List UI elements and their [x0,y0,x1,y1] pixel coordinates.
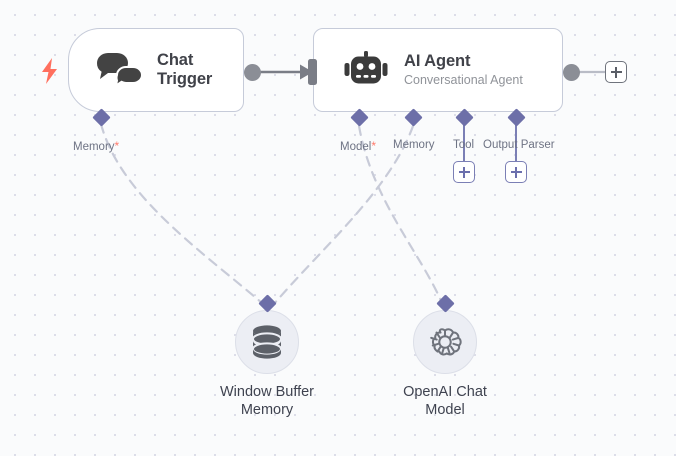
robot-icon [344,50,388,90]
openai-chat-model-circle[interactable] [413,310,477,374]
chat-trigger-memory-label: Memory* [73,139,119,153]
openai-logo-icon [430,328,462,356]
ai-agent-output-parser-add-button[interactable] [505,161,527,183]
ai-agent-output-add-button[interactable] [605,61,627,83]
window-buffer-memory-label: Window Buffer Memory [219,384,315,418]
ai-agent-input-port[interactable] [308,59,317,85]
chat-trigger-memory-required-star: * [114,139,120,153]
chat-trigger-memory-label-text: Memory [73,141,115,153]
openai-chat-model-label: OpenAI Chat Model [403,384,487,418]
plus-icon [458,166,470,178]
ai-agent-output-parser-label: Output Parser [483,139,555,151]
ai-agent-memory-label: Memory [393,139,435,151]
node-openai-chat-model[interactable]: OpenAI Chat Model [403,310,520,419]
window-buffer-memory-circle[interactable] [235,310,299,374]
node-chat-trigger-text: Chat Trigger [157,51,237,89]
ai-agent-output-port[interactable] [563,64,580,81]
ai-agent-tool-add-button[interactable] [453,161,475,183]
edge-chat-memory-to-window-buffer [99,122,264,305]
plus-icon [510,166,522,178]
node-ai-agent-subtitle: Conversational Agent [404,73,523,88]
node-chat-trigger-title: Chat Trigger [157,51,213,88]
node-chat-trigger[interactable]: Chat Trigger [68,28,244,112]
edge-chat-trigger-to-ai-agent [252,64,313,80]
node-ai-agent-title: AI Agent [404,52,471,71]
lightning-bolt-icon [42,58,57,84]
plus-icon [610,66,622,78]
node-window-buffer-memory[interactable]: Window Buffer Memory [220,310,342,419]
database-icon [252,325,282,359]
node-ai-agent-text: AI Agent Conversational Agent [404,52,523,87]
ai-agent-model-required-star: * [371,139,376,153]
ai-agent-model-label-text: Model [340,141,372,153]
chat-bubbles-icon [95,50,143,90]
chat-trigger-output-port[interactable] [244,64,261,81]
ai-agent-tool-label: Tool [453,139,475,151]
node-ai-agent[interactable]: AI Agent Conversational Agent [313,28,563,112]
ai-agent-model-label: Model* [340,139,376,153]
